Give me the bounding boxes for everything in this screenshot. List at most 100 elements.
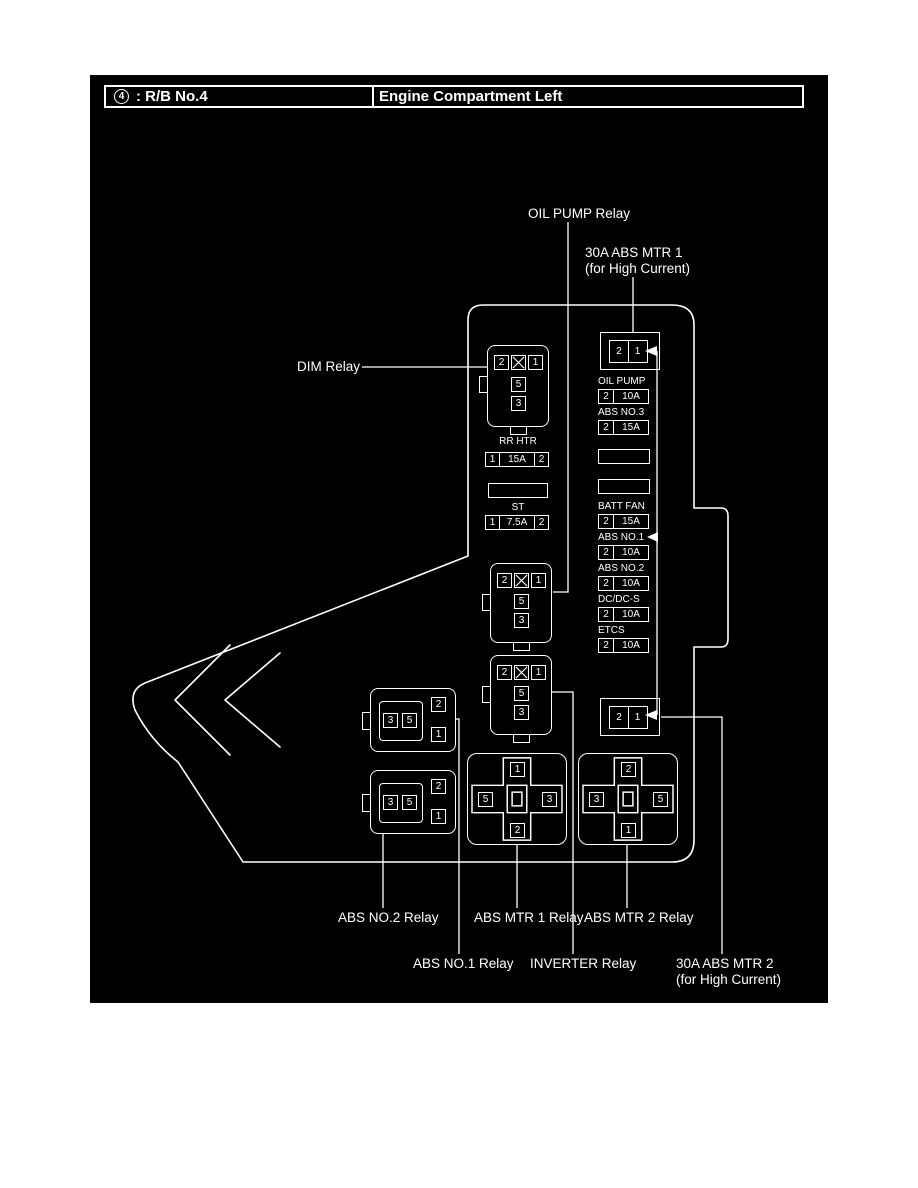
- diagram-header: 4 : R/B No.4 Engine Compartment Left: [104, 85, 804, 108]
- fuse-cell: 10A: [613, 545, 649, 560]
- wedge-chevron-outer: [174, 644, 231, 756]
- abs-no2-fuse-row: 2 10A: [598, 576, 649, 591]
- relay-pin: 1: [431, 727, 446, 742]
- relay-bottom-tab: [510, 426, 527, 435]
- batt-fan-fuse-label: BATT FAN: [598, 501, 645, 512]
- spare-fuse-slot: [488, 483, 548, 498]
- relay-coil-x-icon: [511, 355, 526, 370]
- abs-no3-fuse-label: ABS NO.3: [598, 407, 645, 418]
- fuse-cell: 2: [598, 545, 614, 560]
- header-title-right: Engine Compartment Left: [379, 88, 563, 105]
- relay-pin: 3: [514, 705, 529, 720]
- relay-pin: 5: [514, 594, 529, 609]
- relay-left-tab: [482, 686, 491, 703]
- relay-bottom-tab: [513, 734, 530, 743]
- abs-mtr2-fuse-label: 30A ABS MTR 2 (for High Current): [676, 956, 781, 988]
- relay-pin: 3: [383, 795, 398, 810]
- abs-no1-fuse-row: 2 10A: [598, 545, 649, 560]
- fuse-cell: 2: [598, 576, 614, 591]
- dim-relay: 2 1 5 3: [479, 345, 549, 435]
- abs-mtr1-fuse-label-line2: (for High Current): [585, 261, 691, 276]
- relay-pin: 3: [542, 792, 557, 807]
- relay-pin: 1: [431, 809, 446, 824]
- batt-fan-fuse-row: 2 15A: [598, 514, 649, 529]
- fuse-cell: 10A: [613, 389, 649, 404]
- abs-no2-relay-label: ABS NO.2 Relay: [338, 910, 439, 925]
- fuse-cell: 2: [598, 638, 614, 653]
- relay-pin: 2: [621, 762, 636, 777]
- fuse-cell: 2: [598, 607, 614, 622]
- abs-mtr1-fuse-label-line1: 30A ABS MTR 1: [585, 245, 683, 260]
- rr-htr-fuse-label: RR HTR: [499, 436, 537, 447]
- relay-pin: 2: [431, 779, 446, 794]
- st-fuse-row: 1 7.5A 2: [485, 515, 549, 530]
- fuse-cell: 2: [598, 420, 614, 435]
- fuse-cell: 15A: [499, 452, 535, 467]
- relay-left-tab: [362, 712, 371, 730]
- relay-pin: 1: [531, 665, 546, 680]
- fuse-cell: 2: [598, 389, 614, 404]
- inverter-relay: 2 1 5 3: [482, 655, 552, 743]
- etcs-fuse-row: 2 10A: [598, 638, 649, 653]
- fuse-cell: 7.5A: [499, 515, 535, 530]
- fuse-cell: 10A: [613, 576, 649, 591]
- fuse-cell: 1: [485, 452, 500, 467]
- header-title-left: : R/B No.4: [136, 88, 208, 105]
- relay-pin: 2: [494, 355, 509, 370]
- st-fuse-label: ST: [511, 502, 525, 513]
- oil-pump-relay-label: OIL PUMP Relay: [528, 206, 631, 221]
- abs-mtr2-high-current-fuse: 2 1: [600, 698, 660, 736]
- spare-fuse-slot: [598, 449, 650, 464]
- relay-left-tab: [362, 794, 371, 812]
- fuse-cell: 2: [598, 514, 614, 529]
- relay-pin: 1: [528, 355, 543, 370]
- abs-no2-relay: 3 5 2 1: [362, 770, 456, 834]
- relay-left-tab: [482, 594, 491, 611]
- relay-pin: 2: [431, 697, 446, 712]
- fuse-pin: 1: [627, 706, 648, 729]
- abs-no3-fuse-row: 2 15A: [598, 420, 649, 435]
- fuse-pin: 2: [609, 340, 629, 363]
- dcdc-s-fuse-label: DC/DC-S: [598, 594, 640, 605]
- relay-pin: 5: [478, 792, 493, 807]
- dcdc-s-fuse-row: 2 10A: [598, 607, 649, 622]
- abs-no1-relay-leader-line: [456, 718, 460, 954]
- fusebox-line-art: [132, 222, 729, 954]
- relay-pin: 2: [510, 823, 525, 838]
- fuse-cell: 2: [534, 515, 549, 530]
- abs-mtr1-relay-label: ABS MTR 1 Relay: [474, 910, 584, 925]
- abs-no1-relay-label: ABS NO.1 Relay: [413, 956, 514, 971]
- oil-pump-relay-leader-line: [553, 222, 569, 593]
- relay-pin: 3: [383, 713, 398, 728]
- header-left-cell: 4 : R/B No.4: [106, 87, 374, 106]
- spare-fuse-slot: [598, 479, 650, 494]
- fuse-pin-cells: 2 1: [609, 340, 648, 363]
- oil-pump-fuse-label: OIL PUMP: [598, 376, 646, 387]
- relay-pin: 5: [402, 713, 417, 728]
- inverter-relay-label: INVERTER Relay: [530, 956, 637, 971]
- relay-left-tab: [479, 376, 488, 393]
- relay-bottom-tab: [513, 642, 530, 651]
- relay-pin: 3: [511, 396, 526, 411]
- abs-mtr1-high-current-fuse: 2 1: [600, 332, 660, 370]
- etcs-fuse-label: ETCS: [598, 625, 625, 636]
- relay-pin: 2: [497, 665, 512, 680]
- oil-pump-relay: 2 1 5 3: [482, 563, 552, 651]
- abs-no1-fuse-label: ABS NO.1: [598, 532, 645, 543]
- fuse-cell: 10A: [613, 638, 649, 653]
- relay-pin: 3: [589, 792, 604, 807]
- fuse-cell: 10A: [613, 607, 649, 622]
- relay-pin: 1: [621, 823, 636, 838]
- rr-htr-fuse-row: 1 15A 2: [485, 452, 549, 467]
- circled-4-badge: 4: [114, 89, 129, 104]
- abs-mtr1-relay: 1 5 3 2: [467, 753, 567, 845]
- relay-pin: 5: [653, 792, 668, 807]
- relay-coil-x-icon: [514, 665, 529, 680]
- dim-relay-label: DIM Relay: [297, 359, 361, 374]
- abs-mtr2-relay-label: ABS MTR 2 Relay: [584, 910, 694, 925]
- abs-mtr2-fuse-label-line2: (for High Current): [676, 972, 782, 987]
- relay-pin: 5: [514, 686, 529, 701]
- relay-pin: 1: [531, 573, 546, 588]
- abs-mtr2-fuse-label-line1: 30A ABS MTR 2: [676, 956, 774, 971]
- fuse-pin: 1: [627, 340, 648, 363]
